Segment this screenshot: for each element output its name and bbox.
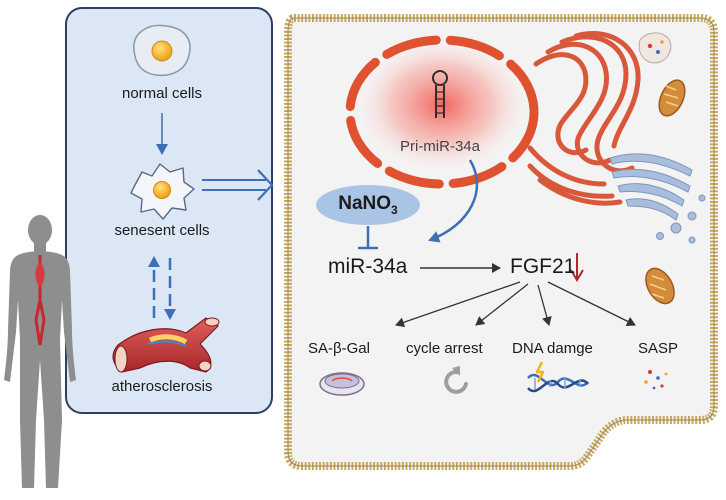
pri-mir-label: Pri-miR-34a	[399, 138, 480, 155]
bidirectional-arrows	[148, 256, 176, 320]
mir34a-label: miR-34a	[328, 255, 408, 278]
dna-icon	[527, 361, 589, 393]
senescent-cells-label: senesent cells	[114, 222, 210, 239]
transition-arrow	[202, 169, 274, 201]
senescent-cell-icon	[130, 163, 195, 220]
cycle-arrow-icon	[444, 366, 468, 394]
down-arrow-icon	[570, 253, 584, 282]
outcome-dna-damage: DNA damge	[512, 340, 593, 357]
outcome-cycle-arrest: cycle arrest	[406, 340, 483, 357]
atherosclerosis-label: atherosclerosis	[111, 378, 213, 395]
endoplasmic-reticulum	[527, 31, 641, 206]
nano3-subscript: 3	[391, 202, 398, 217]
normal-cell-icon	[133, 24, 191, 77]
artery-icon	[112, 317, 220, 373]
golgi-icon	[609, 153, 706, 244]
processing-arrow	[428, 159, 479, 243]
mitochondrion-icon	[645, 267, 675, 305]
nano3-text: NaNO	[338, 193, 392, 214]
sasp-particles-icon	[644, 370, 668, 390]
human-silhouette-icon	[4, 215, 76, 488]
mitochondrion-icon	[658, 79, 686, 117]
nano3-label: NaNO3	[316, 193, 420, 217]
petri-dish-icon	[319, 372, 365, 396]
normal-cells-label: normal cells	[121, 85, 203, 102]
nucleus	[345, 35, 539, 189]
fgf21-label: FGF21	[510, 255, 576, 278]
hairpin-rna-icon	[432, 70, 448, 118]
vesicle-icon	[638, 32, 672, 64]
inhibition-mark	[358, 226, 378, 250]
outcome-arrows	[395, 281, 636, 328]
nano3-badge	[316, 185, 420, 225]
outcome-sasp: SASP	[638, 340, 679, 357]
outcome-sa-beta-gal: SA-β-Gal	[308, 340, 370, 357]
